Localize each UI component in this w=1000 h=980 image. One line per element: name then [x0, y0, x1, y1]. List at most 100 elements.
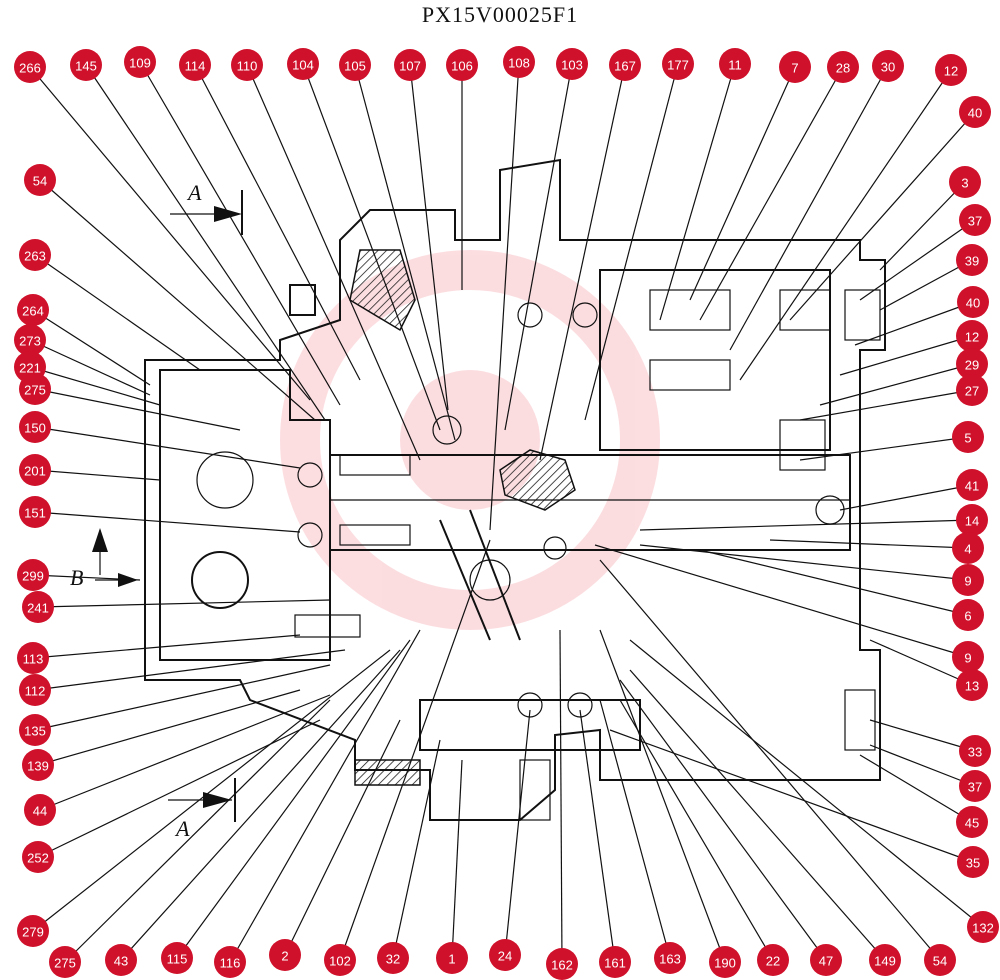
callout-c14: 14 [956, 504, 988, 536]
callout-number: 12 [965, 330, 979, 345]
callout-circle [959, 96, 991, 128]
callout-circle [827, 51, 859, 83]
leader-line-c29 [819, 363, 973, 406]
callout-c161: 161 [599, 946, 631, 978]
callout-circle [952, 421, 984, 453]
leader-line-c109 [139, 61, 341, 406]
leader-line-c1 [451, 759, 463, 959]
callout-circle [959, 770, 991, 802]
callout-c28: 28 [827, 51, 859, 83]
callout-number: 9 [964, 651, 971, 666]
leader-line-c162 [559, 629, 563, 965]
callout-c12a: 12 [935, 54, 967, 86]
callout-circle [869, 944, 901, 976]
callout-number: 7 [791, 61, 798, 76]
callout-circle [489, 939, 521, 971]
callout-number: 37 [968, 214, 982, 229]
callout-circle [959, 204, 991, 236]
callout-circle [22, 749, 54, 781]
leader-line-c45 [859, 754, 973, 823]
callout-circle [952, 599, 984, 631]
callout-circle [924, 944, 956, 976]
callout-c104: 104 [287, 48, 319, 80]
callout-number: 221 [19, 361, 41, 376]
callout-circle [22, 591, 54, 623]
callout-number: 109 [129, 56, 151, 71]
callout-c252: 252 [22, 841, 54, 873]
callout-number: 106 [451, 59, 473, 74]
callout-c150: 150 [19, 411, 51, 443]
callout-number: 149 [874, 954, 896, 969]
leader-line-c135 [34, 664, 331, 731]
callout-circle [14, 324, 46, 356]
watermark [280, 250, 660, 630]
section-marker-b: B [70, 528, 138, 590]
leader-line-c104 [302, 63, 441, 431]
callout-circle [161, 942, 193, 974]
callout-c106: 106 [446, 49, 478, 81]
callout-number: 145 [75, 59, 97, 74]
callout-circle [957, 286, 989, 318]
callout-c44: 44 [24, 794, 56, 826]
section-label-a-bottom: A [174, 816, 190, 841]
callout-circle [339, 49, 371, 81]
callout-circle [446, 49, 478, 81]
leader-line-c190 [599, 629, 726, 963]
callout-circle [949, 166, 981, 198]
callout-c109: 109 [124, 46, 156, 78]
callout-c275b: 275 [49, 946, 81, 978]
callout-circle [810, 944, 842, 976]
callout-number: 114 [185, 59, 206, 74]
callout-c11: 11 [719, 48, 751, 80]
leader-line-c4 [769, 539, 969, 549]
callout-number: 40 [968, 106, 982, 121]
callout-circle [609, 49, 641, 81]
leader-line-c2 [284, 719, 401, 956]
callout-c102: 102 [324, 944, 356, 976]
leader-line-c150 [34, 426, 301, 469]
callout-number: 3 [961, 176, 968, 191]
callout-c145: 145 [70, 49, 102, 81]
callout-number: 162 [551, 958, 573, 973]
leader-line-c275b [64, 699, 331, 963]
leader-line-c102 [339, 539, 491, 961]
callout-circle [757, 944, 789, 976]
callout-c2: 2 [269, 939, 301, 971]
callout-circle [952, 641, 984, 673]
leader-line-c264 [32, 309, 151, 386]
callout-c7: 7 [779, 51, 811, 83]
callout-c132: 132 [967, 911, 999, 943]
callout-number: 263 [24, 249, 46, 264]
callout-circle [269, 939, 301, 971]
drawing-title: PX15V00025F1 [421, 2, 579, 27]
callout-number: 115 [167, 952, 188, 967]
callout-number: 167 [614, 59, 636, 74]
callout-c275a: 275 [19, 373, 51, 405]
callout-number: 241 [27, 601, 49, 616]
leader-line-c40a [789, 111, 976, 321]
leader-line-c54a [39, 179, 316, 421]
callout-number: 47 [819, 954, 833, 969]
callout-c162: 162 [546, 948, 578, 980]
callout-number: 116 [220, 956, 241, 971]
leader-line-c112 [34, 649, 346, 691]
callout-circle [956, 320, 988, 352]
callout-c9b: 9 [952, 641, 984, 673]
callout-number: 54 [933, 954, 947, 969]
callout-c22: 22 [757, 944, 789, 976]
callout-circle [14, 51, 46, 83]
leader-line-c41 [839, 484, 973, 511]
callout-c177: 177 [662, 48, 694, 80]
callout-c167: 167 [609, 49, 641, 81]
callout-number: 201 [24, 464, 46, 479]
callout-circle [967, 911, 999, 943]
callout-number: 54 [33, 174, 47, 189]
callout-number: 150 [24, 421, 46, 436]
callout-c4: 4 [952, 532, 984, 564]
callout-circle [654, 942, 686, 974]
callout-number: 279 [22, 925, 44, 940]
callout-number: 177 [667, 58, 689, 73]
callout-c24: 24 [489, 939, 521, 971]
leader-line-c33 [869, 719, 976, 752]
callout-c190: 190 [709, 946, 741, 978]
